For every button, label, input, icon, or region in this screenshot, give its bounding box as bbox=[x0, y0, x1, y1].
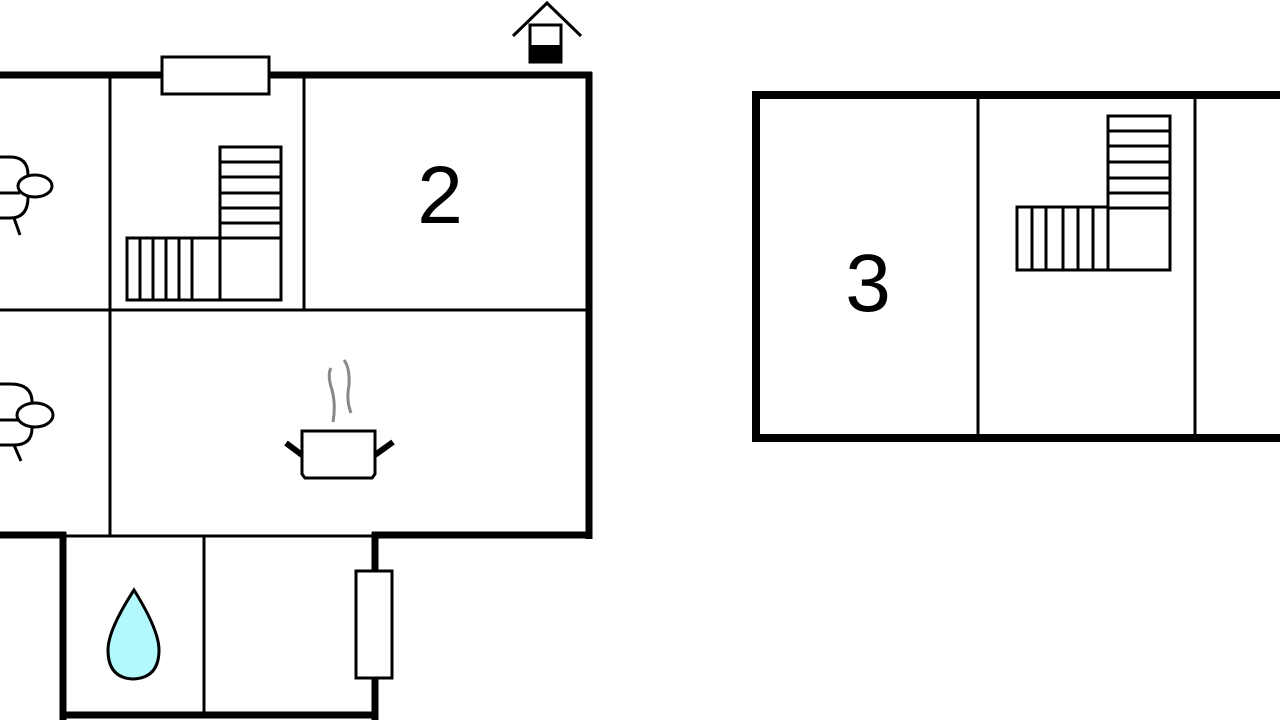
window-icon bbox=[160, 55, 271, 96]
house-entrance-icon bbox=[511, 0, 583, 64]
chair-icon bbox=[0, 155, 54, 236]
water-drop-icon bbox=[106, 587, 161, 681]
cooking-pot-icon bbox=[284, 359, 395, 480]
room-number-3: 3 bbox=[845, 238, 891, 329]
right-building-interior-walls bbox=[976, 95, 1197, 438]
room-number-2: 2 bbox=[417, 150, 463, 241]
staircase-icon bbox=[125, 145, 283, 302]
right-building-walls bbox=[752, 91, 1280, 442]
chair-icon bbox=[0, 382, 55, 462]
staircase-icon bbox=[1015, 114, 1172, 272]
left-building-walls bbox=[0, 71, 593, 720]
left-building-interior-walls bbox=[0, 75, 589, 715]
window-icon bbox=[354, 569, 394, 680]
